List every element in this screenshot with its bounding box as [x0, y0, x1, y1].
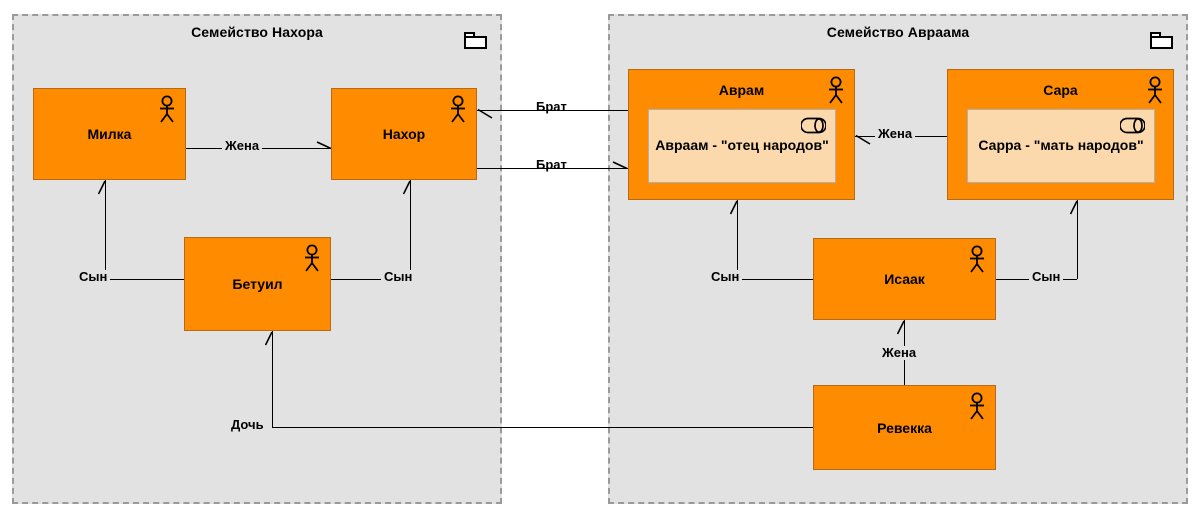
node-revekka[interactable]: Ревекка — [813, 385, 996, 470]
edge-line-betuil-nahor — [331, 279, 410, 280]
package-abraham-title: Семейство Авраама — [826, 24, 970, 40]
edge-label-sara-avram: Жена — [875, 126, 916, 142]
component-avram-label: Авраам - "отец народов" — [655, 137, 829, 154]
component-sara[interactable]: Сарра - "мать народов" — [967, 109, 1155, 183]
cylinder-icon — [1119, 117, 1146, 134]
arrowhead-icon — [611, 160, 628, 176]
node-avram[interactable]: Аврам Авраам - "отец народов" — [628, 69, 855, 200]
edge-line-isaak-avram-v — [737, 200, 738, 279]
edge-label-milka-nahor: Жена — [222, 138, 263, 154]
arrowhead-icon — [402, 180, 419, 196]
node-sara-label: Сара — [1043, 82, 1078, 98]
edge-label-nahor-avram-top: Брат — [536, 99, 567, 114]
actor-icon — [1144, 76, 1166, 106]
arrowhead-icon — [729, 200, 746, 216]
node-betuil[interactable]: Бетуил — [184, 237, 331, 331]
package-nahor-title: Семейство Нахора — [191, 24, 323, 40]
actor-icon — [301, 244, 323, 274]
actor-icon — [156, 95, 178, 125]
arrowhead-icon — [476, 104, 493, 120]
node-avram-label: Аврам — [718, 82, 765, 98]
node-milka[interactable]: Милка — [33, 88, 186, 180]
edge-label-revekka-isaak: Жена — [879, 345, 920, 361]
edge-label-betuil-nahor: Сын — [381, 269, 416, 285]
edge-line-nahor-avram-top — [477, 110, 628, 111]
node-sara[interactable]: Сара Сарра - "мать народов" — [947, 69, 1174, 200]
edge-line-nahor-avram-bottom — [477, 168, 628, 169]
arrowhead-icon — [854, 130, 871, 146]
edge-line-betuil-milka-v — [105, 180, 106, 279]
edge-line-revekka-betuil-v — [272, 331, 273, 427]
edge-line-isaak-avram — [737, 279, 813, 280]
edge-label-revekka-betuil: Дочь — [228, 417, 267, 433]
edge-label-isaak-sara: Сын — [1029, 269, 1064, 285]
edge-label-nahor-avram-bottom: Брат — [536, 157, 567, 172]
actor-icon — [966, 392, 988, 422]
actor-icon — [966, 245, 988, 275]
node-milka-label: Милка — [87, 126, 132, 142]
arrowhead-icon — [264, 331, 281, 347]
node-isaak[interactable]: Исаак — [813, 238, 996, 320]
folder-icon — [464, 30, 488, 50]
node-betuil-label: Бетуил — [232, 276, 283, 292]
edge-line-revekka-betuil — [272, 427, 813, 428]
edge-line-isaak-sara-v — [1077, 200, 1078, 279]
component-sara-label: Сарра - "мать народов" — [978, 137, 1144, 154]
actor-icon — [447, 95, 469, 125]
arrowhead-icon — [1069, 200, 1086, 216]
edge-label-betuil-milka: Сын — [76, 269, 111, 285]
arrowhead-icon — [896, 320, 913, 336]
node-isaak-label: Исаак — [884, 271, 925, 287]
folder-icon — [1150, 30, 1174, 50]
node-revekka-label: Ревекка — [877, 419, 932, 436]
edge-line-betuil-milka — [105, 279, 186, 280]
arrowhead-icon — [315, 140, 332, 156]
actor-icon — [825, 76, 847, 106]
node-nahor-label: Нахор — [382, 126, 426, 142]
component-avram[interactable]: Авраам - "отец народов" — [648, 109, 836, 183]
edge-line-betuil-nahor-v — [410, 180, 411, 279]
cylinder-icon — [800, 117, 827, 134]
node-nahor[interactable]: Нахор — [331, 88, 477, 180]
arrowhead-icon — [97, 180, 114, 196]
edge-label-isaak-avram: Сын — [708, 269, 743, 285]
